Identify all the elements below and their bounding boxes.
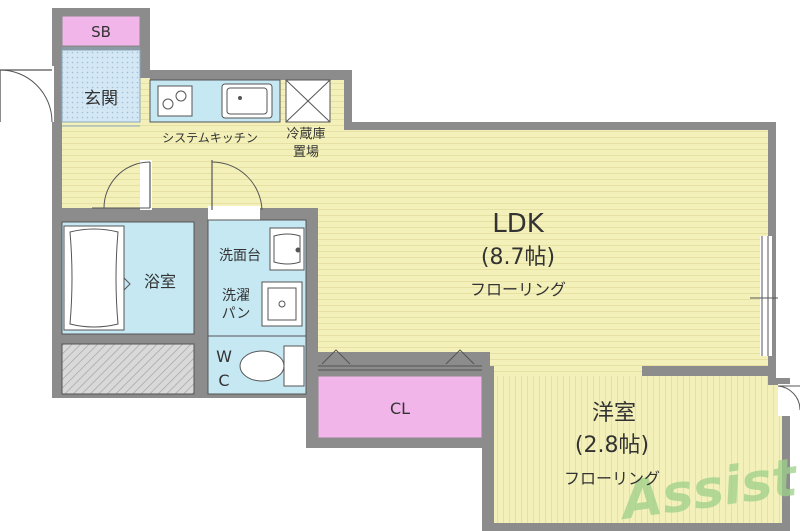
fridge-label-line2: 置場 [293, 145, 319, 160]
kitchen-label: システムキッチン [162, 131, 258, 145]
bath-label: 浴室 [144, 272, 176, 291]
wall-ldk-western [642, 366, 768, 376]
closet-label: CL [390, 399, 410, 418]
closet-door-marks [321, 349, 475, 365]
balcony-door [777, 384, 800, 416]
wall-wash-ldk [306, 218, 318, 398]
ldk-size-label: (8.7帖) [481, 245, 555, 270]
wc-label-line1: W [216, 347, 232, 366]
wall-bath-wash [196, 218, 208, 398]
washbasin-icon [269, 227, 305, 271]
stove-icon [157, 85, 193, 117]
sb-storage [61, 15, 141, 47]
bathtub-icon [63, 225, 125, 331]
washroom-door [208, 160, 263, 220]
front-door [0, 66, 54, 123]
western-name-label: 洋室 [592, 401, 636, 426]
fridge-space [285, 79, 331, 123]
western-floor-label: フローリング [564, 469, 660, 488]
wall-closet-right [482, 366, 494, 523]
laundry-label-line2: パン [222, 306, 251, 322]
sb-label: SB [91, 23, 111, 41]
closet [317, 375, 483, 439]
entrance-label: 玄関 [84, 89, 118, 109]
ldk-window [750, 236, 778, 356]
washbasin-label: 洗面台 [219, 248, 261, 264]
sink-icon [221, 83, 273, 119]
entrance-tile [61, 49, 141, 123]
ldk-floor [62, 78, 768, 376]
laundry-label-line1: 洗濯 [222, 288, 250, 304]
ldk-name-label: LDK [492, 209, 545, 239]
wall-left-block [52, 208, 318, 218]
fridge-label-line1: 冷蔵庫 [286, 127, 325, 142]
toilet-icon [239, 345, 305, 387]
western-room-floor [494, 376, 782, 523]
ldk-floor-label: フローリング [470, 280, 566, 299]
western-size-label: (2.8帖) [575, 433, 649, 458]
storage-hatched [61, 343, 195, 395]
laundry-pan-icon [261, 281, 303, 327]
wc-label-line2: C [218, 371, 229, 390]
hall-door [92, 160, 152, 210]
